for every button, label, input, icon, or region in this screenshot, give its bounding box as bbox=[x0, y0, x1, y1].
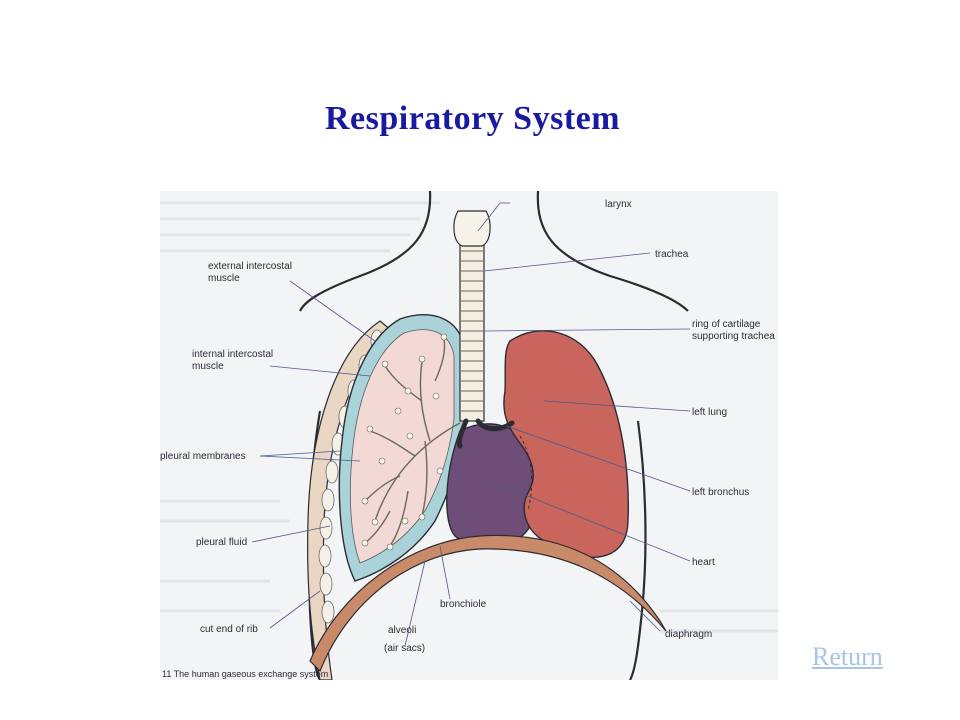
label-trachea: trachea bbox=[655, 249, 689, 260]
label-external-intercostal: external intercostal bbox=[208, 261, 292, 272]
page-title: Respiratory System bbox=[324, 100, 621, 137]
bronchiole-tree bbox=[364, 338, 461, 547]
label-left-bronchus: left bronchus bbox=[692, 487, 749, 498]
figure-caption: 11 The human gaseous exchange system bbox=[162, 669, 328, 679]
diaphragm-shape bbox=[309, 534, 667, 673]
respiratory-diagram: larynx trachea ring of cartilage support… bbox=[160, 191, 778, 680]
label-external-intercostal-2: muscle bbox=[208, 273, 240, 284]
label-pleural-fluid: pleural fluid bbox=[196, 537, 247, 548]
alveoli-clusters bbox=[361, 333, 448, 551]
label-alveoli-air-sacs: (air sacs) bbox=[384, 643, 425, 654]
label-alveoli: alveoli bbox=[388, 625, 416, 636]
diagram-svg: larynx trachea ring of cartilage support… bbox=[160, 191, 778, 680]
label-leaders bbox=[251, 202, 691, 647]
label-internal-intercostal-2: muscle bbox=[192, 361, 224, 372]
label-larynx: larynx bbox=[605, 199, 632, 210]
label-cut-end-of-rib: cut end of rib bbox=[200, 624, 258, 635]
background-texture bbox=[160, 201, 778, 633]
lung-border-dashed bbox=[519, 435, 533, 512]
label-diaphragm: diaphragm bbox=[665, 629, 712, 640]
trachea-shape bbox=[453, 210, 515, 449]
label-internal-intercostal: internal intercostal bbox=[192, 349, 273, 360]
label-pleural-membranes: pleural membranes bbox=[160, 451, 246, 462]
right-lung-cutaway bbox=[338, 314, 467, 582]
label-ring-of-cartilage: ring of cartilage bbox=[692, 319, 761, 330]
label-ring-of-cartilage-2: supporting trachea bbox=[692, 331, 775, 342]
return-link[interactable]: Return bbox=[812, 642, 883, 671]
label-heart: heart bbox=[692, 557, 715, 568]
label-bronchiole: bronchiole bbox=[440, 599, 487, 610]
label-left-lung: left lung bbox=[692, 407, 727, 418]
larynx-shape bbox=[453, 210, 491, 247]
